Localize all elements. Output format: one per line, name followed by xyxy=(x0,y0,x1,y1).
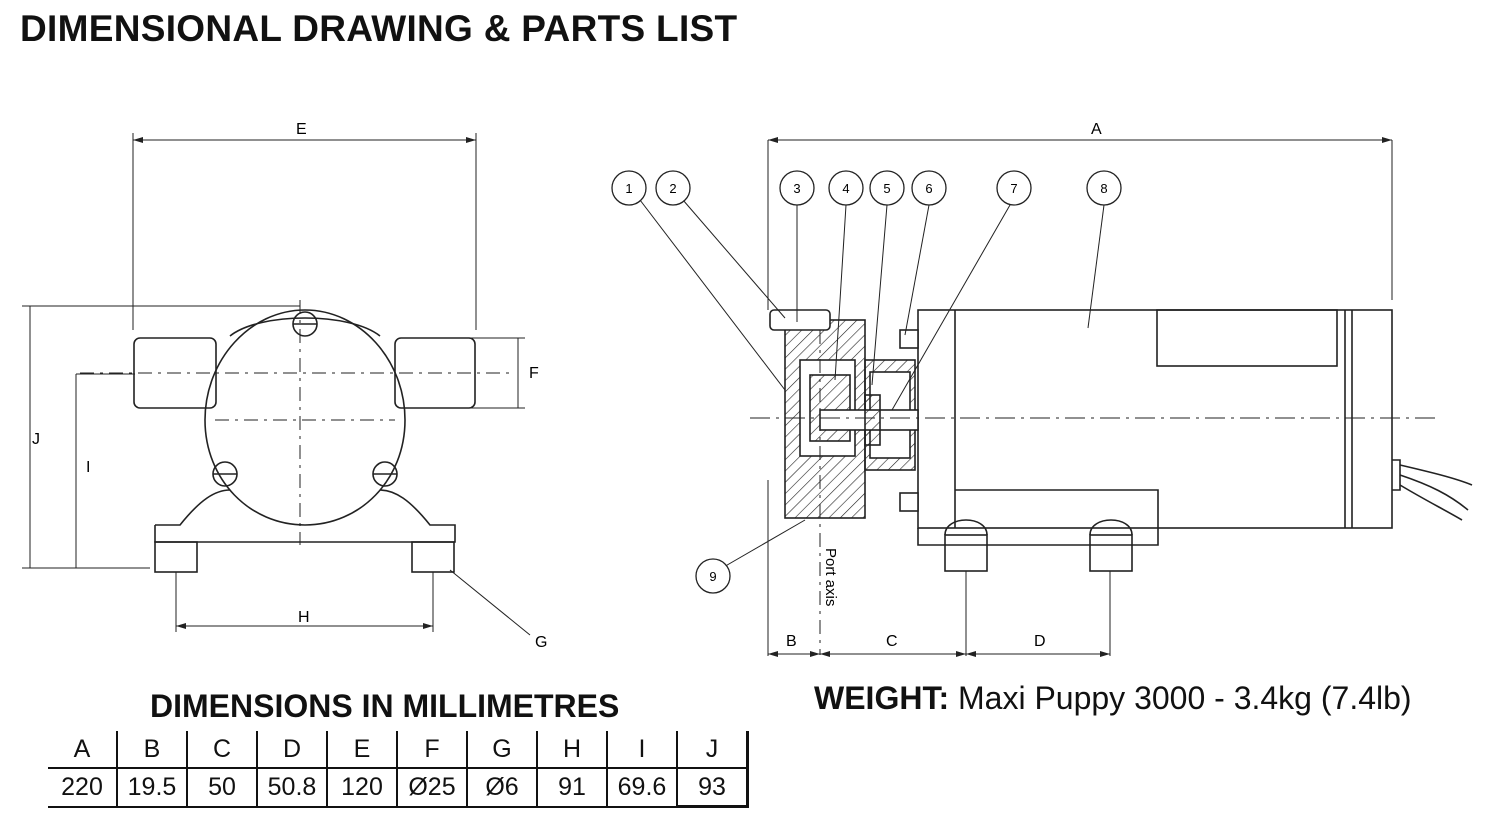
dim-header-d: D xyxy=(256,731,327,768)
dimensional-drawing: E J I F H G xyxy=(22,121,1473,657)
side-view xyxy=(639,137,1473,657)
dimensions-value-row: 220 19.5 50 50.8 120 Ø25 Ø6 91 69.6 93 xyxy=(48,767,749,808)
dim-header-h: H xyxy=(536,731,607,768)
part-number-2: 2 xyxy=(669,181,676,196)
dim-header-c: C xyxy=(186,731,257,768)
port-axis-label: Port axis xyxy=(822,548,839,606)
part-callout-5 xyxy=(869,170,905,206)
dim-value-h: 91 xyxy=(536,767,607,808)
dim-value-d: 50.8 xyxy=(256,767,327,808)
front-view xyxy=(22,133,531,636)
part-number-6: 6 xyxy=(925,181,932,196)
dim-label-b: B xyxy=(786,633,797,650)
part-number-7: 7 xyxy=(1010,181,1017,196)
dim-header-f: F xyxy=(396,731,467,768)
part-number-9: 9 xyxy=(709,569,716,584)
part-number-8: 8 xyxy=(1100,181,1107,196)
dim-header-b: B xyxy=(116,731,187,768)
part-callout-4 xyxy=(828,170,864,206)
dim-value-i: 69.6 xyxy=(606,767,677,808)
dim-label-a: A xyxy=(1091,121,1102,138)
dim-label-c: C xyxy=(886,633,898,650)
part-number-3: 3 xyxy=(793,181,800,196)
dimensions-header-row: A B C D E F G H I J xyxy=(48,731,749,768)
part-callout-1 xyxy=(611,170,647,206)
dim-value-j: 93 xyxy=(676,767,749,808)
weight-info: WEIGHT: Maxi Puppy 3000 - 3.4kg (7.4lb) xyxy=(814,680,1412,717)
dim-label-e: E xyxy=(296,121,307,138)
dim-header-e: E xyxy=(326,731,397,768)
dim-header-j: J xyxy=(676,731,749,768)
dim-label-d: D xyxy=(1034,633,1046,650)
part-callout-3 xyxy=(779,170,815,206)
part-callout-9 xyxy=(695,558,731,594)
dim-label-f: F xyxy=(529,365,539,382)
page-title: DIMENSIONAL DRAWING & PARTS LIST xyxy=(20,8,738,49)
part-callout-8 xyxy=(1086,170,1122,206)
dim-value-a: 220 xyxy=(48,767,117,808)
dim-value-e: 120 xyxy=(326,767,397,808)
dim-value-g: Ø6 xyxy=(466,767,537,808)
dimensions-table-title: DIMENSIONS IN MILLIMETRES xyxy=(150,688,620,724)
dim-header-g: G xyxy=(466,731,537,768)
part-number-5: 5 xyxy=(883,181,890,196)
weight-value: Maxi Puppy 3000 - 3.4kg (7.4lb) xyxy=(957,680,1412,716)
dim-value-b: 19.5 xyxy=(116,767,187,808)
part-number-1: 1 xyxy=(625,181,632,196)
dim-header-i: I xyxy=(606,731,677,768)
part-callout-6 xyxy=(911,170,947,206)
dim-value-f: Ø25 xyxy=(396,767,467,808)
part-callout-7 xyxy=(996,170,1032,206)
part-callout-2 xyxy=(655,170,691,206)
dim-label-h: H xyxy=(298,609,310,626)
weight-label: WEIGHT: xyxy=(814,680,950,716)
dim-value-c: 50 xyxy=(186,767,257,808)
dim-label-i: I xyxy=(86,459,90,476)
dim-header-a: A xyxy=(73,734,91,763)
dim-label-j: J xyxy=(32,431,40,448)
part-number-4: 4 xyxy=(842,181,849,196)
dimensions-table: A B C D E F G H I J 220 19.5 50 50.8 120… xyxy=(48,731,749,808)
dim-label-g: G xyxy=(535,634,547,651)
